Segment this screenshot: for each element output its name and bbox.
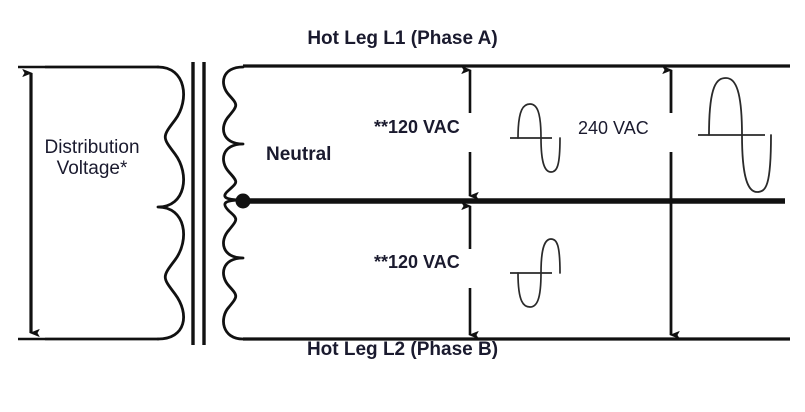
hot-leg-l2-label: Hot Leg L2 (Phase B) [306,339,499,360]
primary-coil [44,65,185,341]
waveform-120-top-curve [517,103,561,173]
waveform-120-top [510,103,561,173]
primary-coil-turns [156,65,185,341]
distribution-voltage-label-line2: Voltage* [56,158,128,180]
voltage-120-top-label: **120 VAC [374,117,460,137]
secondary-coil-turns [222,65,245,341]
waveform-120-bottom [510,238,561,308]
waveform-240 [698,77,772,193]
secondary-coil [222,65,245,341]
hot-leg-l1-label: Hot Leg L1 (Phase A) [307,28,498,49]
waveform-240-curve [708,77,772,193]
voltage-120-bottom-label: **120 VAC [374,252,460,272]
distribution-voltage-label-line1: Distribution [44,137,140,158]
center-tap-dot [235,193,251,209]
waveform-120-bottom-curve [517,238,561,308]
transformer-core [191,62,206,345]
neutral-label: Neutral [266,144,332,165]
distribution-voltage-label: Distribution Voltage* [12,137,172,180]
distribution-voltage-arrow [18,65,46,341]
voltage-240-label: 240 VAC [578,118,649,138]
